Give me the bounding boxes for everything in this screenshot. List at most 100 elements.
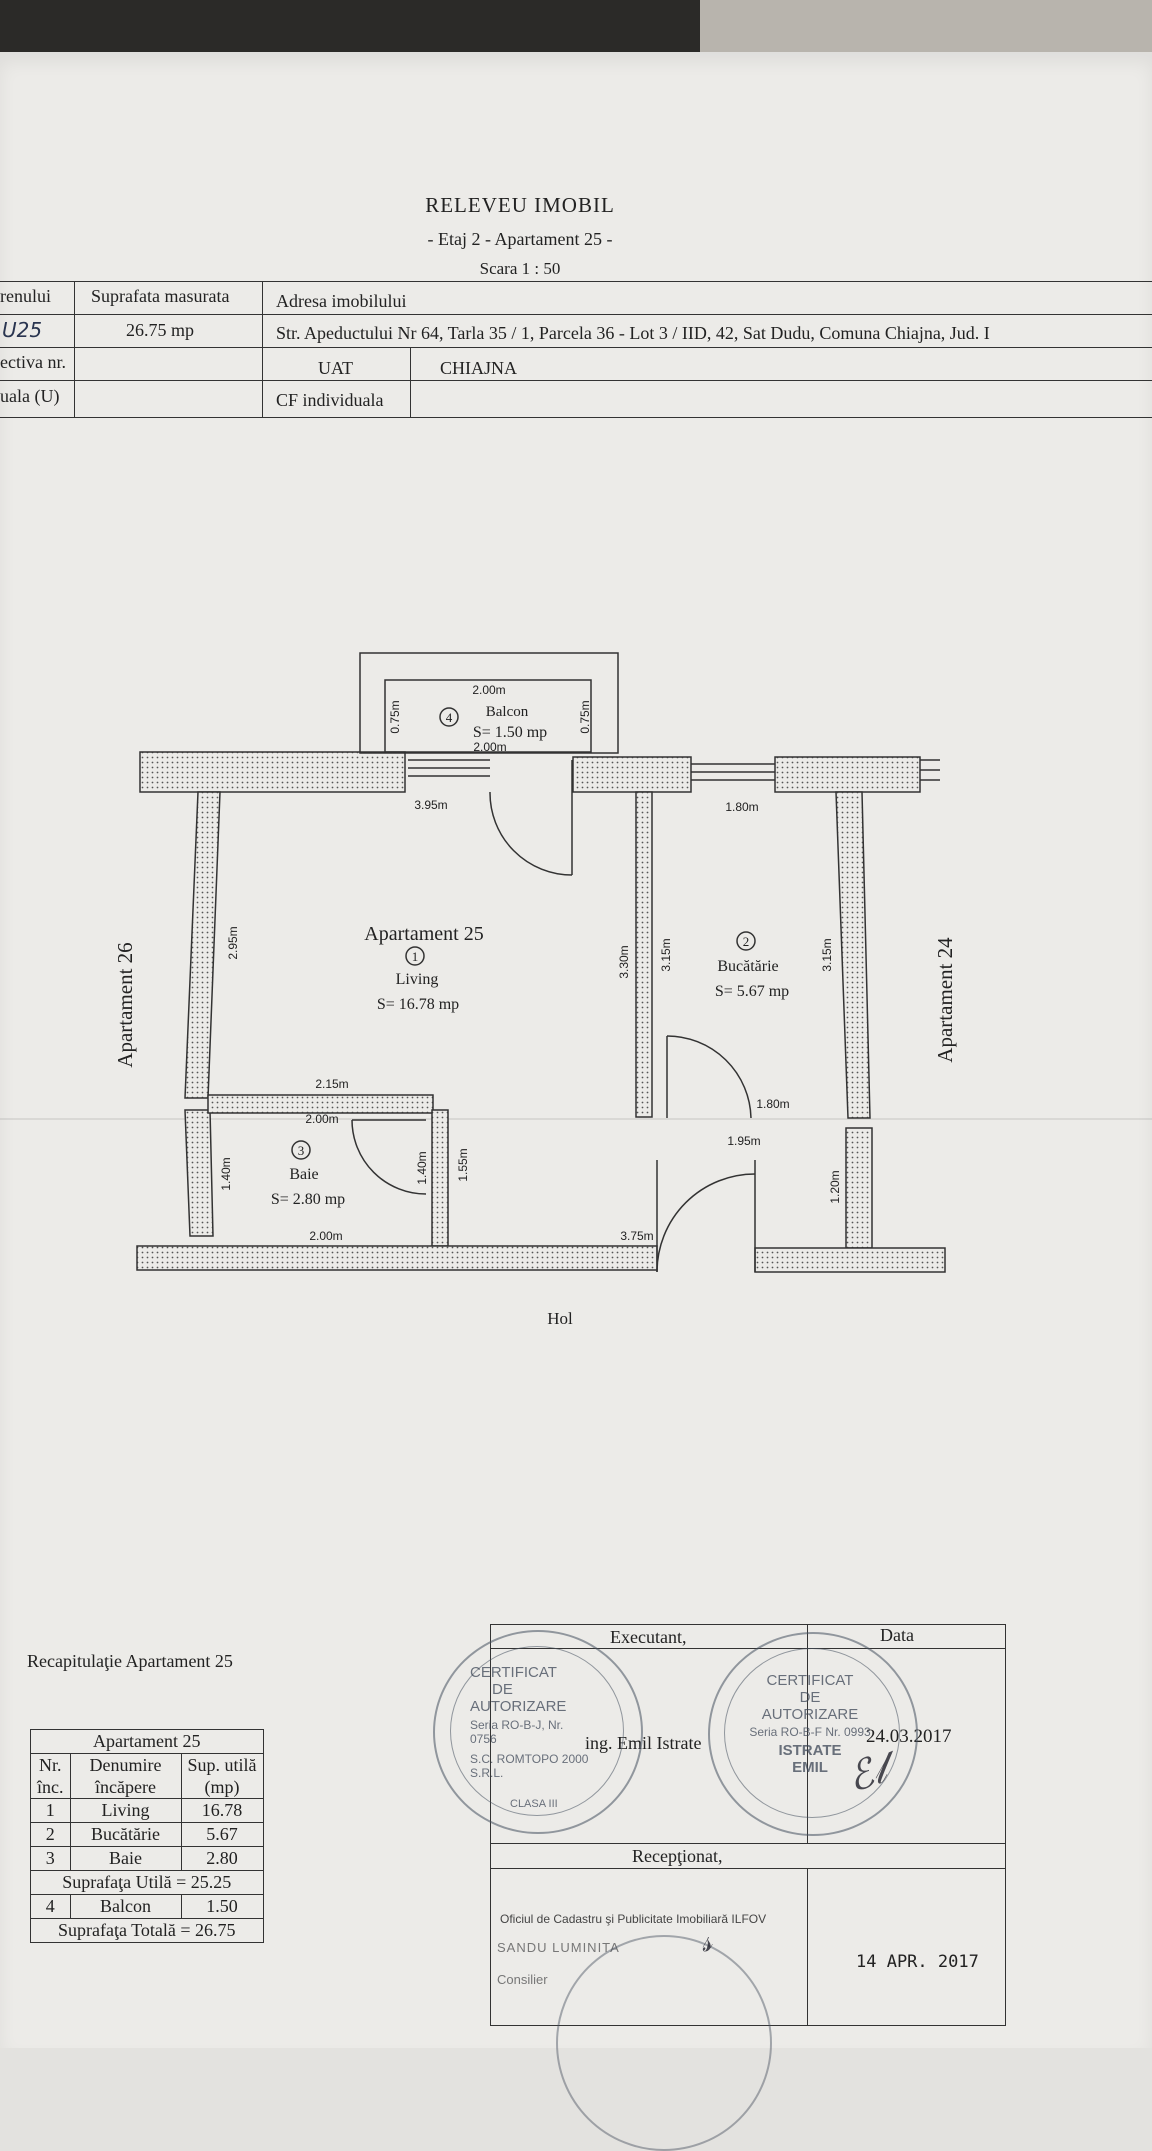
table-line [0,281,1152,282]
stamp-line: EMIL [792,1759,828,1776]
grand-total: Suprafaţa Totală = 26.75 [30,1918,264,1943]
stamp-line: DE [799,1689,821,1706]
document-subtitle: - Etaj 2 - Apartament 25 - [427,229,613,249]
col-nr-line1: Nr. [39,1755,62,1775]
address-value: Str. Apeductului Nr 64, Tarla 35 / 1, Pa… [276,323,990,343]
apartment-title: Apartament 25 [364,923,483,945]
wall [184,1109,214,1237]
dim-kitchen-top: 1.80m [725,800,758,814]
row-area: 2.80 [180,1846,264,1871]
room-1-area: S= 16.78 mp [377,996,459,1013]
dim-bath-top: 2.00m [305,1112,338,1126]
wall [431,1109,449,1247]
room-number-circle [736,931,756,951]
stamp-line: Seria RO-B-J, Nr. 0756 [470,1718,564,1746]
dim-kitchen-right: 3.15m [820,938,834,971]
room-3-name: Baie [289,1166,318,1183]
balcony-outline [359,652,619,754]
room-number-circle [405,946,425,966]
dim-balcony-top: 2.00m [472,683,505,697]
box-line [490,1868,1006,1869]
table-line [410,347,411,417]
recap-title: Recapitulaţie Apartament 25 [27,1651,233,1671]
col-header-2: Suprafata masurata [91,286,230,306]
floor-plan: 4 Balcon S= 1.50 mp Apartament 25 1 Livi… [113,652,957,1328]
stamp-line: ISTRATE [778,1742,842,1759]
row-name: Bucătărie [69,1822,182,1847]
bottom-stamp [556,1935,772,2151]
dim-bath-bottom: 2.00m [309,1229,342,1243]
wall [754,1247,946,1273]
right-stamp [708,1632,918,1836]
reception-date: 14 APR. 2017 [856,1952,979,1972]
row-name: Baie [69,1846,182,1871]
table-line [0,314,1152,315]
row-nr: 3 [30,1846,71,1871]
hall-label: Hol [547,1309,573,1328]
balcony-inner [384,679,592,753]
paper-fold [0,1118,1152,1120]
row-name: Balcon [69,1894,182,1919]
dim-hall-top: 1.95m [727,1134,760,1148]
officer-name: SANDU LUMINITA [497,1940,620,1955]
office-text: Oficiul de Cadastru şi Publicitate Imobi… [500,1912,767,1926]
dim-balcony-bottom: 2.00m [473,740,506,754]
wall [184,791,221,1099]
stamp-line: DE [492,1681,513,1698]
stamp-line: AUTORIZARE [470,1698,567,1715]
dim-balcony-left: 0.75m [388,700,402,733]
box-line [807,1868,808,2026]
room-number-circle [291,1140,311,1160]
scale-label: Scara 1 : 50 [479,259,561,278]
uat-value: CHIAJNA [440,358,518,378]
dim-hall-right: 1.20m [828,1170,842,1203]
dim-kitchen-left: 3.15m [659,938,673,971]
wall [572,756,692,793]
left-stamp [433,1630,643,1834]
executant-label: Executant, [610,1627,687,1647]
receptionat-label: Recepţionat, [632,1846,723,1866]
officer-title: Consilier [497,1972,548,1987]
col-area-line2: (mp) [204,1777,240,1797]
dim-bath-right: 1.40m [415,1151,429,1184]
room-4-number: 4 [446,710,453,725]
room-2-area: S= 5.67 mp [715,983,789,1000]
stamp-line: S.C. ROMTOPO 2000 S.R.L. [470,1752,589,1780]
dim-bath-left: 1.40m [219,1157,233,1190]
table-line [0,380,1152,381]
row-nr: 2 [30,1822,71,1847]
door-swing [666,1035,752,1119]
col-area-header: Sup. utilă(mp) [180,1753,264,1799]
col-header-3: Adresa imobilului [276,291,407,311]
right-stamp-text: CERTIFICAT DE AUTORIZARE Seria RO-B-F Nr… [740,1672,880,1776]
door-swing [351,1119,427,1195]
dim-living-right: 3.30m [617,945,631,978]
dim-hall-bottom: 3.75m [620,1229,653,1243]
wall [635,791,653,1118]
dim-living-top: 3.95m [414,798,447,812]
room-1-name: Living [396,971,439,988]
row-nr: 1 [30,1798,71,1823]
col-header-1: renului [0,286,51,306]
stamp-line: CLASA III [510,1798,558,1810]
room-4-name: Balcon [486,704,529,720]
wall [774,756,921,793]
dim-hall-left: 1.55m [456,1148,470,1181]
row-label-3: uala (U) [0,386,60,406]
row-name: Living [69,1798,182,1823]
door-swing [489,791,573,876]
wall [139,751,406,793]
stamp-line: CERTIFICAT [470,1664,557,1681]
box-line [490,1843,1006,1844]
table-line [0,347,1152,348]
dim-living-left: 2.95m [226,926,240,959]
row-area: 1.50 [180,1894,264,1919]
room-3-number: 3 [298,1143,305,1158]
document-title: RELEVEU IMOBIL [425,193,615,217]
door-swing [656,1173,756,1273]
room-number-circle [439,707,459,727]
